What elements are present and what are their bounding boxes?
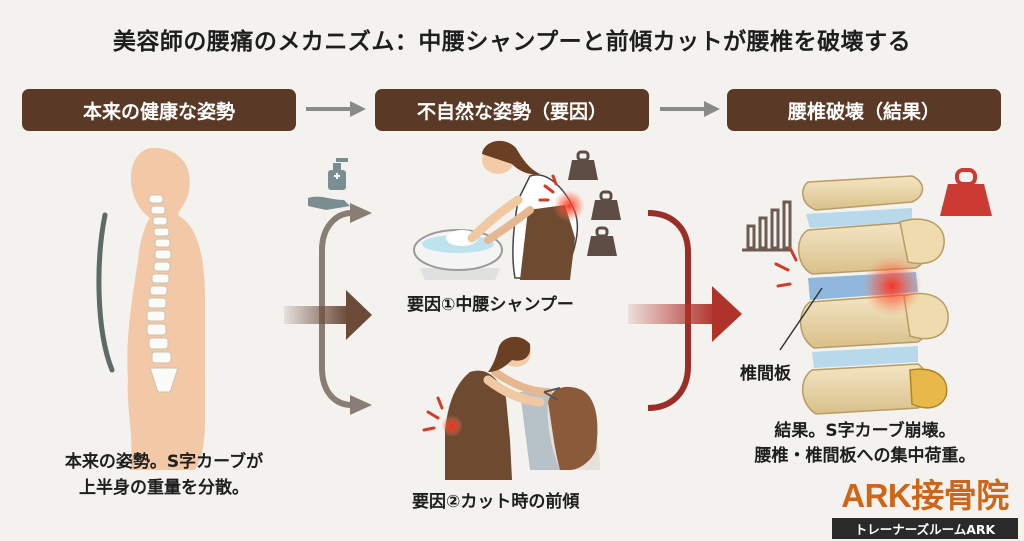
- header-arrow-1: [306, 101, 366, 117]
- disc-pointer-line: [779, 287, 823, 351]
- pain-burst-icon: [422, 396, 444, 432]
- pain-spot-cut: [441, 415, 463, 437]
- disc-label: 椎間板: [740, 364, 791, 384]
- branch-arrow-top-head: [350, 203, 372, 223]
- header-arrow-2: [660, 101, 720, 117]
- bar-chart-icon: [742, 200, 792, 252]
- main-arrow-right-shaft: [628, 304, 716, 324]
- healthy-body-figure: [96, 147, 205, 470]
- page-title: 美容師の腰痛のメカニズム：中腰シャンプーと前傾カットが腰椎を破壊する: [112, 29, 912, 55]
- pain-spot-disc: [862, 256, 922, 316]
- result-caption-line2: 腰椎・椎間板への集中荷重。: [754, 446, 976, 466]
- main-arrow-left-shaft: [284, 306, 348, 324]
- hand-sanitizer-icon: [308, 158, 350, 210]
- shampoo-stylist-figure: [413, 140, 579, 280]
- header-lumbar-damage: 腰椎破壊（結果）: [727, 89, 1001, 131]
- cut-stylist-figure: [445, 336, 600, 480]
- weight-icon: [568, 150, 621, 256]
- factor1-label: 要因①中腰シャンプー: [407, 295, 574, 315]
- result-caption-line1: 結果。S字カーブ崩壊。: [774, 421, 956, 441]
- healthy-caption-line2: 上半身の重量を分散。: [79, 478, 249, 498]
- weight-icon: [940, 168, 992, 216]
- branch-arrow-bottom-head: [350, 395, 372, 415]
- pain-burst-icon: [774, 246, 798, 288]
- header-unnatural-posture: 不自然な姿勢（要因）: [375, 89, 649, 131]
- header-healthy-posture: 本来の健康な姿勢: [22, 89, 296, 131]
- healthy-caption-line1: 本来の姿勢。S字カーブが: [64, 452, 264, 472]
- main-arrow-right-head: [712, 286, 742, 342]
- pain-spot-shampoo: [553, 190, 585, 222]
- brand-logo: ARK接骨院: [841, 477, 1009, 514]
- pain-burst-icon: [538, 174, 558, 202]
- factor2-label: 要因②カット時の前傾: [412, 492, 580, 512]
- main-arrow-left-head: [346, 290, 372, 340]
- brand-subtitle: トレーナーズルームARK: [832, 518, 1018, 539]
